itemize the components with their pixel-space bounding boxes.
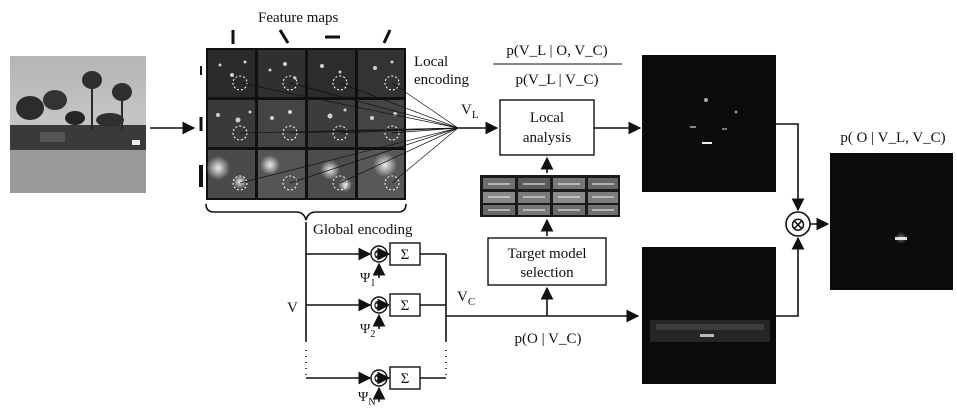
context-prior-map [642, 247, 776, 384]
ratio-denominator: p(V_L | V_C) [516, 72, 599, 88]
global-encoding-brace [205, 203, 407, 221]
local-encoding-label-line2: encoding [414, 72, 469, 88]
local-analysis-label-line1: Local [530, 110, 564, 126]
local-encoding-rays [239, 82, 459, 184]
global-encoding-pathway: V ⊗ Ψ1 Σ ⊗ Ψ2 Σ ⊗ ΨN Σ [287, 222, 447, 408]
feature-map-r2c1 [208, 100, 255, 147]
orientation-glyphs [231, 29, 392, 44]
psi-1-label: Ψ1 [360, 271, 375, 289]
feature-map-grid [206, 48, 406, 200]
posterior-formula: p( O | V_L, V_C) [840, 130, 945, 146]
global-encoding-label: Global encoding [313, 222, 413, 238]
path-local-to-combiner [776, 123, 805, 212]
combine-node-symbol: ⊗ [790, 214, 807, 236]
feature-map-r1c4 [358, 50, 404, 97]
input-scene-image [10, 56, 146, 193]
psi-2-label: Ψ2 [360, 322, 375, 340]
local-analysis-box [499, 99, 595, 156]
ratio-numerator: p(V_L | O, V_C) [506, 43, 607, 59]
local-analysis-label-line2: analysis [523, 130, 571, 146]
multiply-node-2: ⊗ [373, 298, 386, 314]
target-model-selection-box [487, 237, 607, 286]
psi-n-label: ΨN [358, 390, 376, 408]
feature-map-r1c3 [308, 50, 355, 97]
multiply-node-n: ⊗ [373, 371, 386, 387]
feature-maps-label: Feature maps [258, 10, 339, 26]
local-likelihood-map [642, 55, 776, 192]
target-model-label-line2: selection [520, 265, 574, 281]
v-c-label: VC [457, 289, 475, 308]
target-model-label-line1: Target model [507, 246, 586, 262]
svg-text:Σ: Σ [401, 247, 410, 263]
likelihood-ratio-formula: p(V_L | O, V_C) p(V_L | V_C) [493, 43, 622, 88]
feature-map-r1c2 [258, 50, 305, 97]
posterior-map [830, 153, 953, 290]
local-encoding-label-line1: Local [414, 54, 448, 70]
feature-map-r2c4 [358, 100, 404, 147]
v-input-label: V [287, 300, 298, 316]
target-model-thumbnails [480, 175, 620, 217]
v-l-label: VL [461, 102, 479, 121]
context-prior-formula: p(O | V_C) [515, 331, 582, 347]
multiply-node-1: ⊗ [373, 247, 386, 263]
path-context-to-combiner [776, 236, 805, 317]
feature-map-r2c3 [308, 100, 355, 147]
svg-text:Σ: Σ [401, 298, 410, 314]
svg-text:Σ: Σ [401, 371, 410, 387]
feature-map-r2c2 [258, 100, 305, 147]
